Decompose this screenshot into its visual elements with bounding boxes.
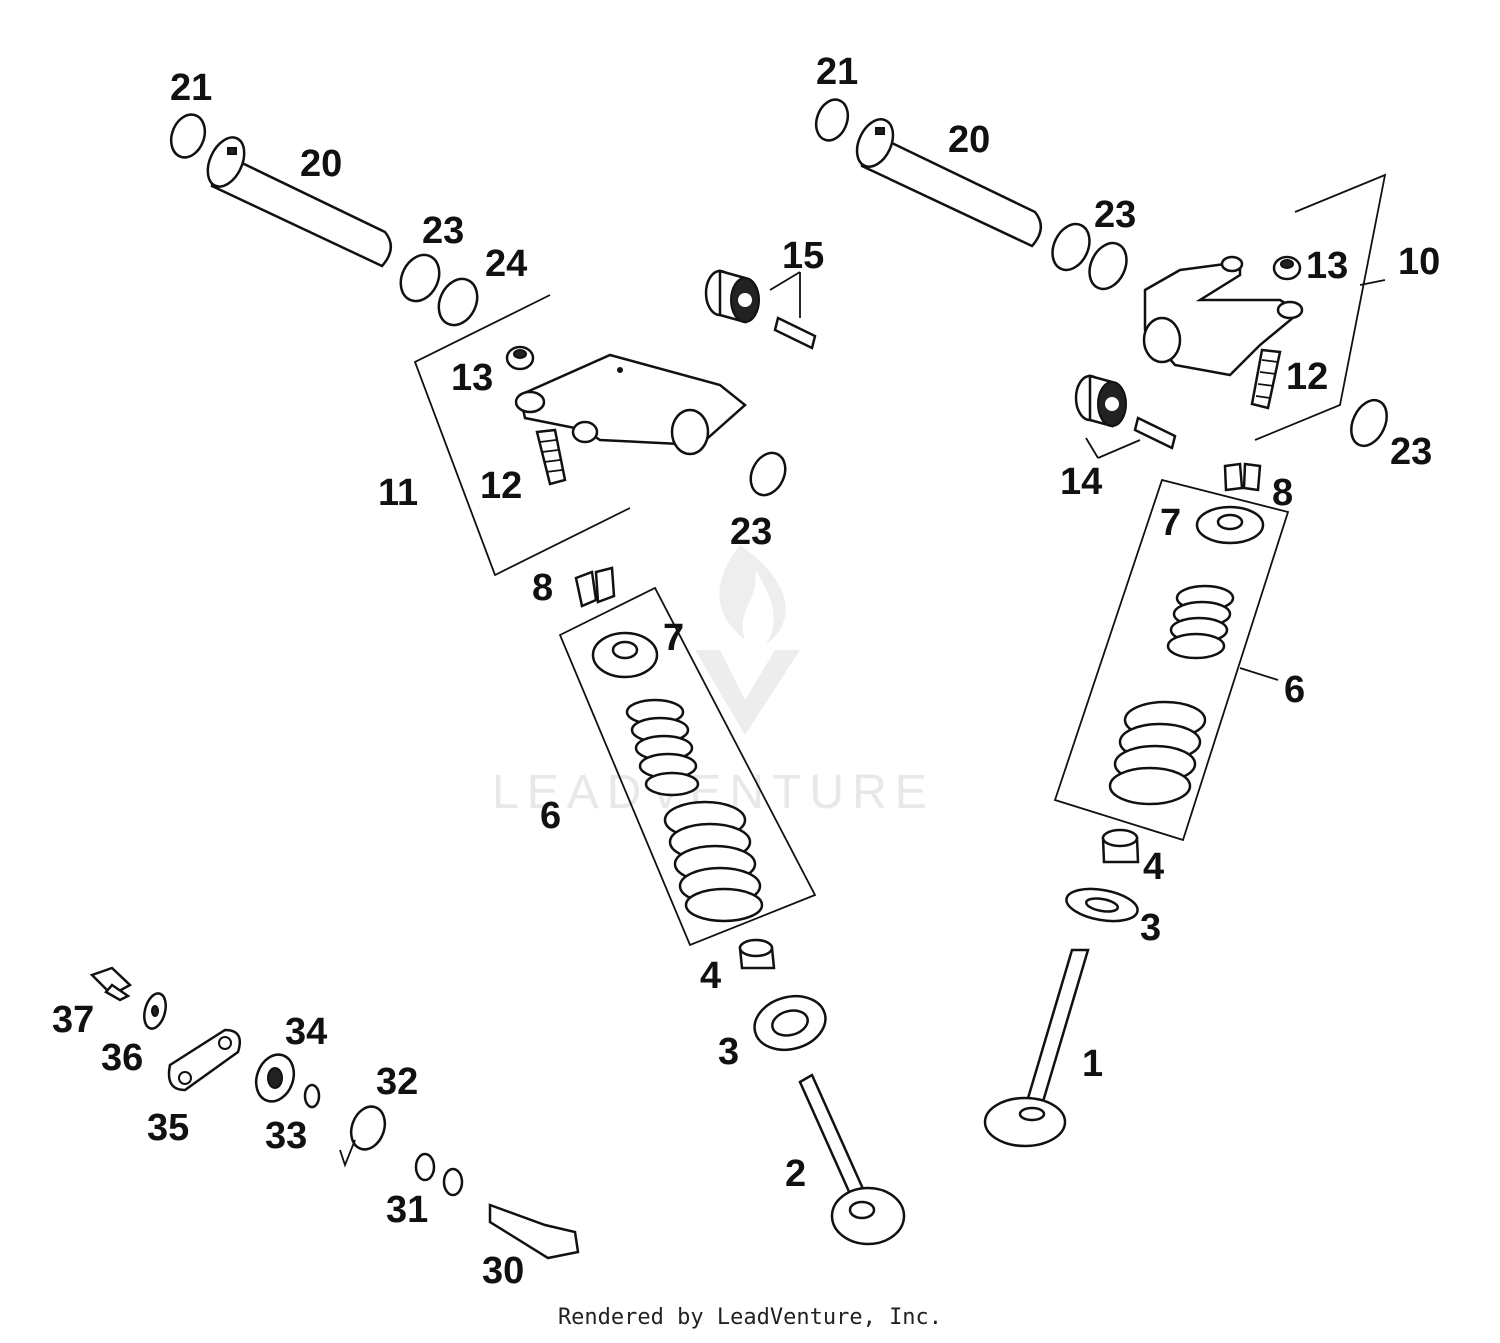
callout-21-left: 21 xyxy=(170,67,212,109)
assembly-box-11 xyxy=(413,294,631,577)
spring-seat-3-left xyxy=(753,994,827,1052)
spring-set-box-6-left xyxy=(558,586,817,947)
o-ring-33 xyxy=(303,1083,321,1109)
rocker-shaft-20-left xyxy=(206,136,392,268)
callout-7-right: 7 xyxy=(1160,502,1181,544)
shim-23-left-top xyxy=(399,253,441,303)
callout-20-left: 20 xyxy=(300,143,342,185)
callout-23-right-top: 23 xyxy=(1094,194,1136,236)
inner-spring-right xyxy=(1166,584,1235,660)
callout-10: 10 xyxy=(1398,241,1440,283)
valve-keepers-8-left xyxy=(574,566,616,608)
callout-13-left: 13 xyxy=(451,357,493,399)
callout-4-right: 4 xyxy=(1143,846,1164,888)
callout-30: 30 xyxy=(482,1250,524,1292)
callout-12-right: 12 xyxy=(1286,356,1328,398)
shim-23-left-lower xyxy=(749,451,787,497)
callout-4-left: 4 xyxy=(700,955,721,997)
callout-12-left: 12 xyxy=(480,465,522,507)
callout-20-right: 20 xyxy=(948,119,990,161)
rocker-arm-left xyxy=(514,353,747,456)
bearing-14 xyxy=(1074,374,1127,428)
callout-2: 2 xyxy=(785,1153,806,1195)
callout-23-right-lower: 23 xyxy=(1390,431,1432,473)
washer-37 xyxy=(143,992,167,1030)
callout-1: 1 xyxy=(1082,1043,1103,1085)
callout-7-left: 7 xyxy=(663,617,684,659)
callout-13-right: 13 xyxy=(1306,245,1348,287)
watermark-logo xyxy=(695,545,800,735)
lever-35 xyxy=(167,1028,242,1092)
bearing-15 xyxy=(704,269,760,324)
rocker-shaft-20-right xyxy=(855,118,1042,248)
spring-32 xyxy=(339,1105,387,1168)
shim-23-right-top xyxy=(1051,222,1091,272)
callout-3-right: 3 xyxy=(1140,907,1161,949)
callout-6-right: 6 xyxy=(1284,669,1305,711)
outer-spring-right xyxy=(1108,700,1207,806)
callout-23-left-lower: 23 xyxy=(730,511,772,553)
adjusting-screw-12-left xyxy=(535,428,567,486)
callout-35: 35 xyxy=(147,1107,189,1149)
callout-23-left-top: 23 xyxy=(422,210,464,252)
o-ring-31b xyxy=(442,1167,464,1197)
callout-8-left: 8 xyxy=(532,567,553,609)
valve-keepers-8-right xyxy=(1223,462,1262,492)
shim-24-left xyxy=(437,277,479,327)
callout-21-right: 21 xyxy=(816,51,858,93)
callout-37: 37 xyxy=(52,999,94,1041)
callout-15: 15 xyxy=(782,235,824,277)
nut-13-right xyxy=(1272,255,1302,281)
valve-2-exhaust xyxy=(798,1073,906,1246)
shim-right-top-2 xyxy=(1088,241,1128,291)
nut-13-left xyxy=(505,345,535,371)
footer-credit: Rendered by LeadVenture, Inc. xyxy=(557,1305,943,1330)
o-ring-31a xyxy=(414,1152,436,1182)
callout-36: 36 xyxy=(101,1037,143,1079)
inner-spring-left xyxy=(625,698,700,797)
o-ring-21-right xyxy=(814,98,850,142)
pin-14 xyxy=(1133,416,1177,450)
adjusting-screw-12-right xyxy=(1250,348,1282,410)
outer-spring-left xyxy=(663,800,764,923)
pin-15 xyxy=(773,316,817,350)
callout-8-right: 8 xyxy=(1272,472,1293,514)
callout-14: 14 xyxy=(1060,461,1102,503)
spring-seat-3-right xyxy=(1065,887,1139,923)
callout-6-left: 6 xyxy=(540,795,561,837)
callout-11: 11 xyxy=(378,472,418,514)
shim-23-right-lower xyxy=(1350,398,1388,448)
callout-32: 32 xyxy=(376,1061,418,1103)
o-ring-21-left xyxy=(169,113,207,159)
shaft-30 xyxy=(488,1203,580,1260)
valve-seal-4-left xyxy=(738,938,776,970)
spring-set-box-6-right xyxy=(1053,478,1290,842)
spring-retainer-7-left xyxy=(591,631,659,679)
valve-1-intake xyxy=(983,948,1090,1148)
callout-34: 34 xyxy=(285,1011,327,1053)
callout-33: 33 xyxy=(265,1115,307,1157)
rocker-arm-right xyxy=(1142,255,1304,377)
assembly-box-10 xyxy=(1254,173,1387,441)
valve-seal-4-right xyxy=(1101,828,1140,864)
callout-24-left: 24 xyxy=(485,243,527,285)
spring-retainer-7-right xyxy=(1195,505,1265,545)
seal-34 xyxy=(254,1053,296,1103)
callout-31: 31 xyxy=(386,1189,428,1231)
callout-3-left: 3 xyxy=(718,1031,739,1073)
bolt-37 xyxy=(89,966,133,1002)
